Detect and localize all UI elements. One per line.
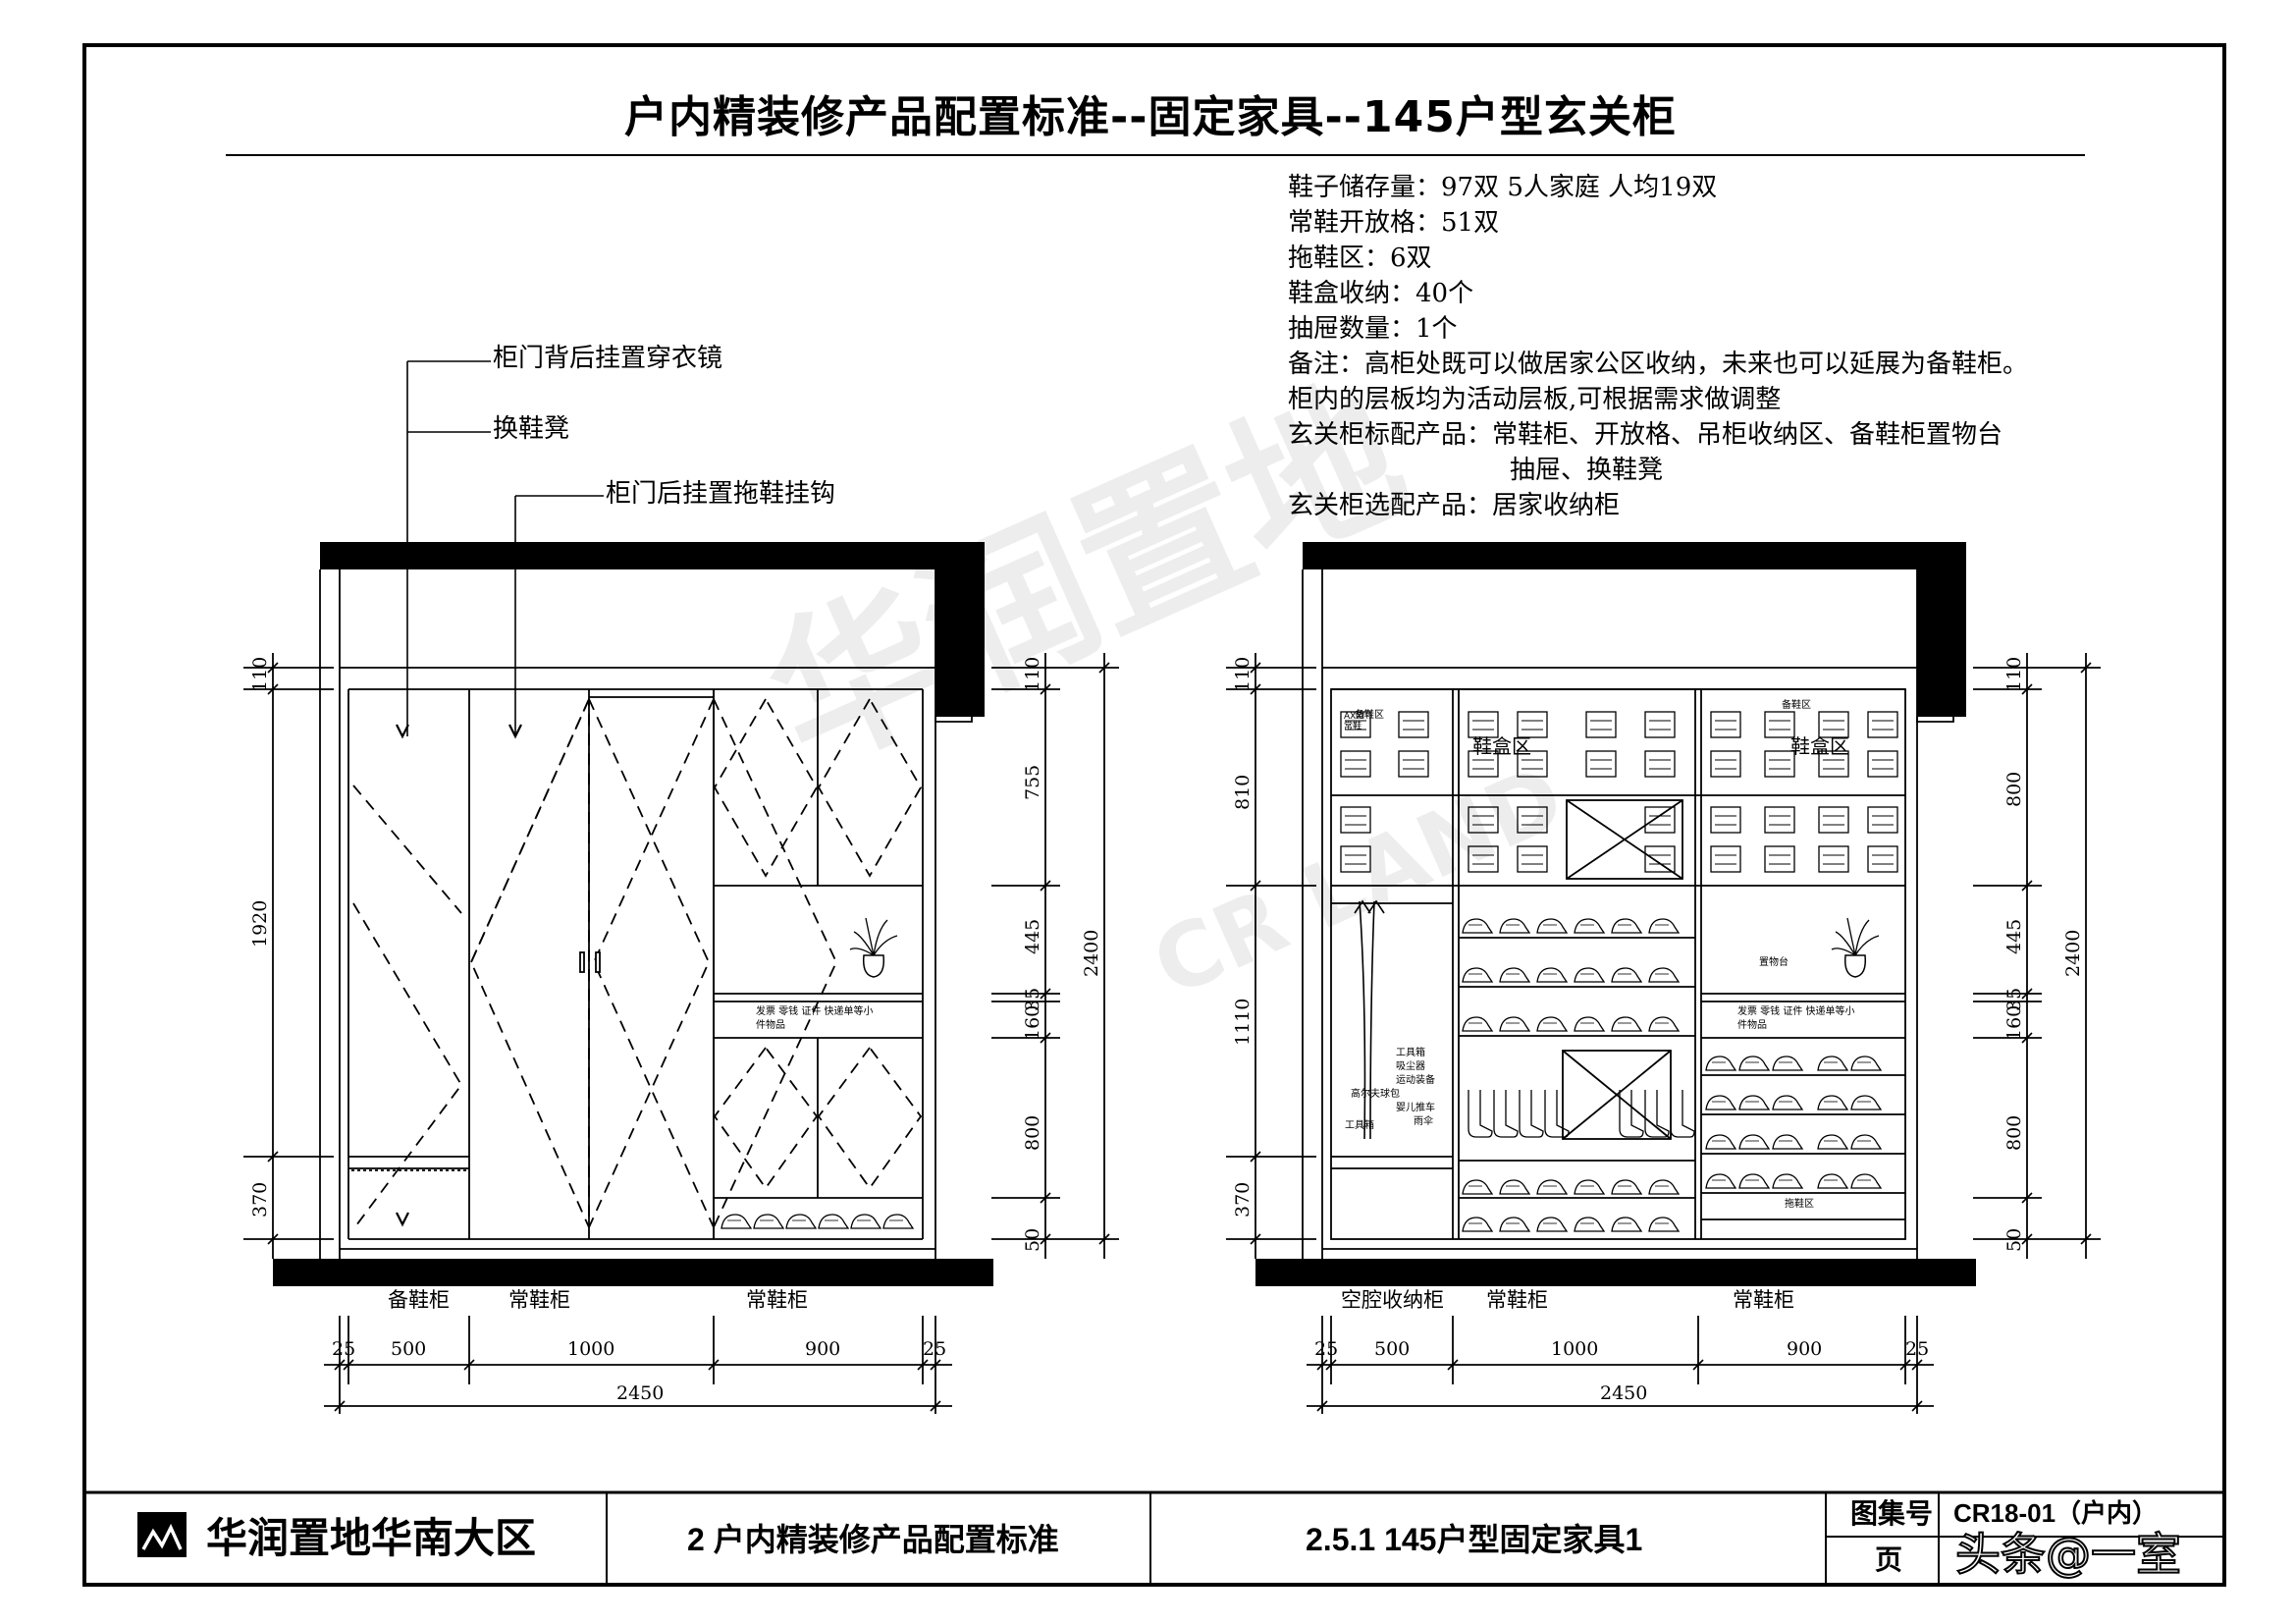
shoe-rows-middle [1459, 918, 1695, 1232]
zone-label: 拖鞋区 [1785, 1199, 1814, 1210]
closet-note: 吸尘器 [1396, 1061, 1425, 1072]
company-name: 华润置地华南大区 [206, 1515, 537, 1561]
shelf-note: 发票 零钱 证件 快递单等小 [1737, 1006, 1855, 1017]
closet-note: 雨伞 [1414, 1116, 1433, 1127]
dim-label: 2450 [1600, 1382, 1648, 1404]
dim-label: 25 [332, 1338, 356, 1360]
atlas-label: 图集号 [1850, 1498, 1934, 1529]
dim-label: 500 [1374, 1338, 1411, 1360]
dim-label: 110 [2003, 656, 2025, 692]
shelf-note: 件物品 [1737, 1020, 1767, 1031]
dim-label: 110 [1232, 656, 1254, 692]
sheet-name: 2.5.1 145户型固定家具1 [1306, 1522, 1643, 1557]
credit-watermark: 头条@一室 [1954, 1528, 2182, 1581]
cabinet-label: 常鞋柜 [1486, 1288, 1548, 1312]
dim-label: 1000 [567, 1338, 615, 1360]
dim-label: 25 [1905, 1338, 1930, 1360]
spec-line: 常鞋开放格：51双 [1288, 208, 1500, 238]
dim-label: 900 [1787, 1338, 1823, 1360]
dim-label: 370 [1232, 1181, 1254, 1218]
shoe-box-label: 常鞋 [1344, 722, 1362, 731]
spec-line: 拖鞋区：6双 [1288, 244, 1432, 273]
spec-line: 抽屉、换鞋凳 [1510, 456, 1664, 485]
spec-line: 鞋盒收纳：40个 [1288, 279, 1474, 308]
page-label: 页 [1875, 1544, 1903, 1575]
dim-label: 1110 [1232, 998, 1254, 1046]
cabinet-label: 空腔收纳柜 [1341, 1288, 1444, 1312]
dim-label: 1000 [1551, 1338, 1599, 1360]
closet-note: 运动装备 [1396, 1075, 1435, 1086]
dim-label: 25 [1314, 1338, 1339, 1360]
zone-label: 置物台 [1759, 957, 1789, 968]
dim-label: 800 [1022, 1114, 1043, 1151]
company-logo [137, 1512, 187, 1557]
dim-label: 50 [2003, 1227, 2025, 1252]
zone-label: 备鞋区 [1355, 710, 1384, 721]
shoe-rows-right [1701, 1056, 1905, 1194]
dim-label: 2400 [1081, 929, 1102, 977]
dim-label: 900 [805, 1338, 841, 1360]
left-elevation [243, 360, 1119, 1414]
spec-line: 抽屉数量：1个 [1288, 314, 1458, 344]
dim-label: 445 [1022, 918, 1043, 954]
callout-slipper-hook: 柜门后挂置拖鞋挂钩 [606, 479, 836, 509]
cabinet-label: 常鞋柜 [746, 1288, 808, 1312]
dim-label: 810 [1232, 774, 1254, 810]
callout-bench: 换鞋凳 [493, 414, 570, 444]
dim-label: 370 [249, 1181, 271, 1218]
shelf-note: 发票 零钱 证件 快递单等小 [756, 1006, 874, 1017]
dim-label: 160 [2003, 1004, 2025, 1041]
dim-label: 50 [1022, 1227, 1043, 1252]
shoe-box-label: AXXI [1344, 712, 1365, 722]
dim-label: 800 [2003, 1114, 2025, 1151]
page-title: 户内精装修产品配置标准--固定家具--145户型玄关柜 [624, 92, 1677, 142]
dim-label: 1920 [249, 899, 271, 947]
zone-label: 备鞋区 [1782, 700, 1811, 711]
callout-mirror: 柜门背后挂置穿衣镜 [493, 344, 723, 373]
dim-label: 755 [1022, 764, 1043, 800]
closet-note: 工具箱 [1396, 1048, 1425, 1058]
dim-label: 25 [923, 1338, 947, 1360]
atlas-value: CR18-01（户内） [1953, 1498, 2159, 1528]
closet-note: 工具箱 [1345, 1120, 1374, 1131]
title-block-frame [84, 1490, 2224, 1585]
zone-label: 鞋盒区 [1472, 734, 1531, 758]
spec-line: 鞋子储存量：97双 5人家庭 人均19双 [1288, 173, 1718, 202]
section-name: 2 户内精装修产品配置标准 [687, 1522, 1059, 1557]
shelf-note: 件物品 [756, 1020, 785, 1031]
dim-label: 2400 [2062, 929, 2084, 977]
zone-label: 鞋盒区 [1790, 734, 1849, 758]
dim-label: 2450 [616, 1382, 665, 1404]
right-elevation [1226, 542, 2101, 1414]
outer-border [82, 43, 2226, 1587]
spec-line: 玄关柜标配产品：常鞋柜、开放格、吊柜收纳区、备鞋柜置物台 [1288, 420, 2003, 450]
spec-line: 玄关柜选配产品：居家收纳柜 [1288, 491, 1621, 520]
spec-line: 柜内的层板均为活动层板,可根据需求做调整 [1288, 385, 1782, 414]
dim-label: 500 [391, 1338, 427, 1360]
closet-note: 婴儿推车 [1396, 1103, 1435, 1113]
closet-note: 高尔夫球包 [1351, 1089, 1400, 1100]
dim-label: 445 [2003, 918, 2025, 954]
dim-label: 110 [249, 656, 271, 692]
cabinet-label: 常鞋柜 [508, 1288, 570, 1312]
dim-label: 160 [1022, 1004, 1043, 1041]
dim-label: 800 [2003, 771, 2025, 807]
cabinet-label: 常鞋柜 [1733, 1288, 1794, 1312]
spec-line: 备注：高柜处既可以做居家公区收纳，未来也可以延展为备鞋柜。 [1288, 350, 2029, 379]
cabinet-label: 备鞋柜 [388, 1288, 450, 1312]
